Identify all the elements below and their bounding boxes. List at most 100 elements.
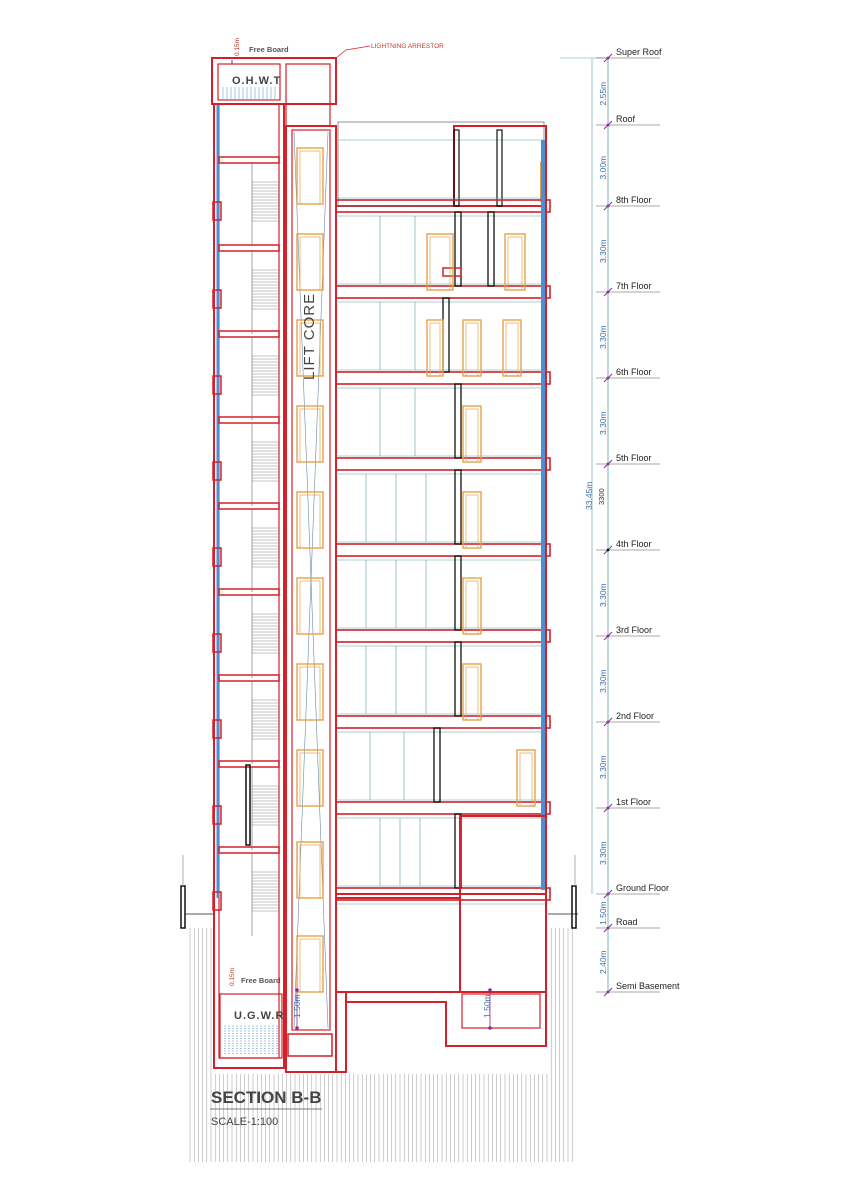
- pit-dim-node: [295, 988, 299, 992]
- door-frame: [465, 580, 479, 635]
- stair-beam: [212, 461, 222, 481]
- stair-beam: [212, 547, 222, 567]
- floor-slab: [335, 715, 551, 729]
- level-node: [606, 548, 610, 552]
- door: [426, 233, 454, 291]
- stair-landing: [218, 156, 280, 164]
- partition-wall: [487, 211, 495, 287]
- roof-parapet: [337, 121, 545, 207]
- door-frame: [299, 844, 321, 899]
- lightning-leader: [335, 45, 371, 59]
- stair-landing: [218, 846, 280, 854]
- stair-beam: [212, 805, 222, 825]
- level-node: [606, 204, 610, 208]
- roof-room-col: [496, 129, 503, 207]
- level-node: [606, 892, 610, 896]
- door-frame: [299, 580, 321, 635]
- free-board-top-label: Free Board: [249, 45, 289, 54]
- partition-wall: [454, 641, 462, 717]
- door: [296, 147, 324, 205]
- level-dim: 3.30m: [598, 583, 608, 607]
- door: [296, 663, 324, 721]
- level-node: [606, 720, 610, 724]
- roof-room-col: [453, 129, 460, 207]
- level-node: [606, 56, 610, 60]
- stair-landing: [218, 416, 280, 424]
- floor-slab: [335, 199, 551, 213]
- pit-dim-left: 1.50m: [292, 994, 302, 1018]
- door-frame: [507, 236, 523, 291]
- level-node: [606, 806, 610, 810]
- stair-landing: [218, 674, 280, 682]
- level-label: Road: [616, 917, 638, 927]
- pit-dim-node: [488, 988, 492, 992]
- level-label: 7th Floor: [616, 281, 652, 291]
- level-dim: 1.50m: [598, 901, 608, 925]
- stair-landing: [218, 588, 280, 596]
- ohwt-outer: [211, 57, 337, 105]
- door-frame: [429, 236, 451, 291]
- partition-wall: [454, 469, 462, 545]
- level-node: [606, 990, 610, 994]
- lift-core-shaft: [291, 129, 331, 1031]
- level-label: 5th Floor: [616, 453, 652, 463]
- door-frame: [299, 150, 321, 205]
- level-node: [606, 290, 610, 294]
- total-height-dim: 33.45m: [584, 482, 594, 510]
- free-board-bottom-dim: 0.15m: [229, 968, 236, 986]
- door-frame: [429, 322, 441, 377]
- level-label: 8th Floor: [616, 195, 652, 205]
- lightning-arrestor-label: LIGHTNING ARRESTOR: [371, 43, 444, 50]
- level-label: Roof: [616, 114, 636, 124]
- level-label: 2nd Floor: [616, 711, 654, 721]
- door-frame: [465, 408, 479, 463]
- door-frame: [465, 494, 479, 549]
- boundary-wall-right: [571, 885, 577, 929]
- door-frame: [299, 752, 321, 807]
- stair-landing: [218, 502, 280, 510]
- ohwt-tank: [217, 63, 281, 101]
- door: [296, 491, 324, 549]
- level-label: Super Roof: [616, 47, 662, 57]
- ugwr-label: U.G.W.R: [234, 1010, 284, 1022]
- facade-glazing: [541, 140, 545, 890]
- ramp-room: [459, 815, 547, 993]
- door-frame: [299, 322, 321, 377]
- door-frame: [299, 408, 321, 463]
- total-height-sub: 3300: [597, 488, 606, 505]
- roof-room: [453, 125, 547, 207]
- floor-slab: [335, 543, 551, 557]
- level-node: [606, 926, 610, 930]
- lift-pit: [287, 1033, 333, 1057]
- door: [296, 405, 324, 463]
- boundary-wall-left: [180, 885, 186, 929]
- sump-pit: [461, 993, 541, 1029]
- level-label: Ground Floor: [616, 883, 669, 893]
- level-label: 1st Floor: [616, 797, 651, 807]
- level-dim: 3.30m: [598, 411, 608, 435]
- lift-core-label: LIFT CORE: [301, 293, 318, 380]
- level-dim: 3.30m: [598, 755, 608, 779]
- stair-beam: [212, 201, 222, 221]
- floor-slab: [335, 629, 551, 643]
- drawing-scale: SCALE-1:100: [211, 1116, 278, 1128]
- pit-dim-right: 1.50m: [482, 994, 492, 1018]
- level-dim: 3.30m: [598, 669, 608, 693]
- floor-slab: [335, 457, 551, 471]
- partition-wall: [433, 727, 441, 803]
- stair-beam: [212, 633, 222, 653]
- level-node: [606, 376, 610, 380]
- door-frame: [299, 236, 321, 291]
- ohwt-side: [285, 63, 331, 127]
- level-dim: 3.00m: [598, 156, 608, 180]
- door: [426, 319, 444, 377]
- floor-slab: [335, 887, 551, 901]
- level-node: [606, 634, 610, 638]
- partition-wall: [454, 211, 462, 287]
- stair-landing: [218, 760, 280, 768]
- free-board-top-dim: 0.15m: [234, 38, 241, 56]
- level-dim: 3.30m: [598, 239, 608, 263]
- stair-beam: [212, 719, 222, 739]
